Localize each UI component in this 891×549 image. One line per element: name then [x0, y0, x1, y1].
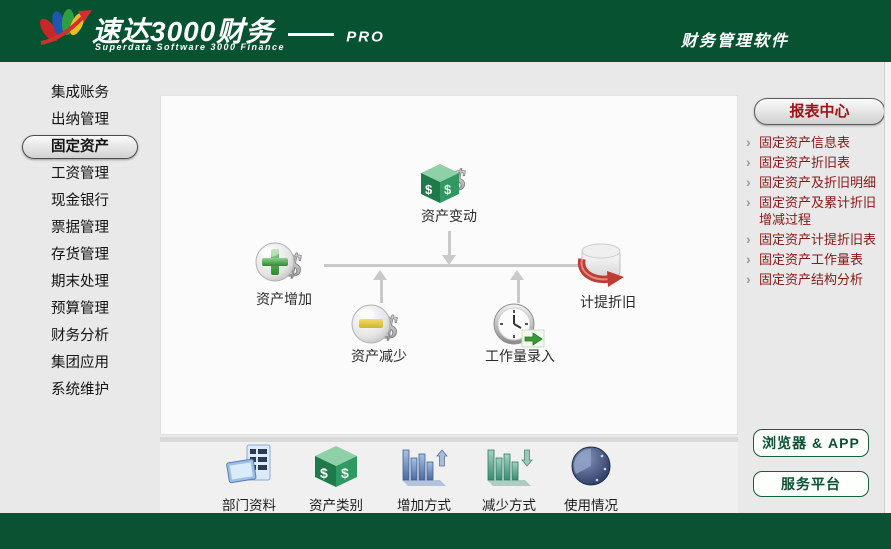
chevron-right-icon: ›: [746, 271, 751, 287]
flow-arrowhead-down: [442, 255, 456, 265]
report-item-workload-table[interactable]: ›固定资产工作量表: [746, 251, 864, 267]
report-item-structure-analysis[interactable]: ›固定资产结构分析: [746, 271, 864, 287]
flow-node-workload-entry[interactable]: [492, 302, 546, 355]
flow-arrowhead-up-2: [510, 270, 524, 280]
browser-app-button[interactable]: 浏览器 & APP: [753, 429, 869, 457]
chevron-right-icon: ›: [746, 231, 751, 247]
superdata-logo-icon: [40, 9, 92, 45]
report-list: ›固定资产信息表 ›固定资产折旧表 ›固定资产及折旧明细 ›固定资产及累计折旧增…: [746, 134, 882, 291]
sidebar-item-payroll-management[interactable]: 工资管理: [51, 166, 109, 182]
flow-node-asset-increase[interactable]: $: [253, 239, 311, 294]
toolbar-label-decrease-method: 减少方式: [482, 498, 536, 513]
right-edge-strip: [884, 62, 891, 513]
report-center-button[interactable]: 报表中心: [754, 98, 885, 125]
sidebar-item-inventory-management[interactable]: 存货管理: [51, 247, 109, 263]
toolbar-label-asset-category: 资产类别: [309, 498, 363, 513]
toolbar-item-department-data[interactable]: 部门资料: [207, 444, 291, 514]
app-header: 速达3000财务 PRO Superdata Software 3000 Fina…: [0, 0, 891, 62]
flow-line-horizontal: [324, 264, 581, 267]
app-title: 速达3000财务: [92, 16, 275, 47]
toolbar-item-decrease-method[interactable]: 减少方式: [467, 444, 551, 514]
toolbar-separator: [160, 437, 738, 442]
toolbar-item-usage-status[interactable]: 使用情况: [549, 444, 633, 514]
toolbar-label-increase-method: 增加方式: [397, 498, 451, 513]
toolbar-label-usage-status: 使用情况: [564, 498, 618, 513]
toolbar-item-increase-method[interactable]: 增加方式: [382, 444, 466, 514]
flow-node-depreciation[interactable]: [573, 238, 631, 295]
usage-status-icon: [571, 446, 611, 486]
flow-label-workload-entry: 工作量录入: [485, 348, 555, 364]
sidebar-item-period-end[interactable]: 期末处理: [51, 274, 109, 290]
sidebar-item-cashier-management[interactable]: 出纳管理: [51, 112, 109, 128]
increase-method-icon: [402, 449, 448, 486]
depreciation-icon: [577, 243, 624, 287]
svg-text:$: $: [320, 465, 328, 481]
sidebar-item-cash-bank[interactable]: 现金银行: [51, 193, 109, 209]
chevron-right-icon: ›: [746, 174, 751, 190]
sidebar-item-group-application[interactable]: 集团应用: [51, 355, 109, 371]
toolbar-label-department-data: 部门资料: [222, 498, 276, 513]
flow-node-asset-change[interactable]: $ $ $: [419, 158, 477, 215]
brand-dash: [288, 33, 335, 37]
flow-shaft-down: [447, 231, 451, 256]
decrease-method-icon: [487, 449, 533, 486]
bottom-toolbar: 部门资料 $ $ 资产类别 增加方式: [160, 442, 738, 513]
sidebar-item-budget-management[interactable]: 预算管理: [51, 301, 109, 317]
flow-shaft-up-1: [379, 279, 383, 303]
svg-text:$: $: [341, 465, 349, 481]
statusbar: [0, 513, 891, 549]
flow-label-asset-change: 资产变动: [421, 208, 477, 224]
department-data-icon: [226, 444, 271, 484]
toolbar-item-asset-category[interactable]: $ $ 资产类别: [294, 444, 378, 514]
chevron-right-icon: ›: [746, 251, 751, 267]
flow-label-depreciation: 计提折旧: [580, 294, 636, 310]
chevron-right-icon: ›: [746, 134, 751, 150]
report-item-depreciation-table[interactable]: ›固定资产折旧表: [746, 154, 851, 170]
asset-category-icon: $ $: [315, 446, 357, 487]
report-item-asset-depreciation-detail[interactable]: ›固定资产及折旧明细: [746, 174, 877, 190]
app-subtitle: Superdata Software 3000 Finance: [95, 42, 286, 52]
asset-change-icon: $ $ $: [421, 164, 466, 203]
flow-label-asset-decrease: 资产减少: [351, 348, 407, 364]
sidebar-item-fixed-assets[interactable]: 固定资产: [0, 134, 160, 161]
chevron-right-icon: ›: [746, 194, 751, 210]
sidebar-nav: 集成账务 出纳管理 固定资产 工资管理 现金银行 票据管理 存货管理 期末处理 …: [0, 62, 160, 513]
flow-shaft-up-2: [516, 279, 520, 303]
flow-label-asset-increase: 资产增加: [256, 291, 312, 307]
asset-increase-icon: $: [255, 242, 302, 283]
chevron-right-icon: ›: [746, 154, 751, 170]
asset-decrease-icon: $: [351, 304, 398, 345]
sidebar-item-bill-management[interactable]: 票据管理: [51, 220, 109, 236]
sidebar-item-financial-analysis[interactable]: 财务分析: [51, 328, 109, 344]
service-platform-button[interactable]: 服务平台: [753, 471, 869, 497]
sidebar-item-system-maintenance[interactable]: 系统维护: [51, 382, 109, 398]
sidebar-selected-label: 固定资产: [22, 135, 138, 159]
sidebar-item-integrated-accounting[interactable]: 集成账务: [51, 85, 109, 101]
report-item-accumulated-depreciation[interactable]: ›固定资产及累计折旧增减过程: [746, 194, 877, 227]
app-tagline: 财务管理软件: [680, 33, 789, 50]
report-item-depreciation-accrual[interactable]: ›固定资产计提折旧表: [746, 231, 877, 247]
report-item-asset-info[interactable]: ›固定资产信息表: [746, 134, 851, 150]
flow-arrowhead-up-1: [373, 270, 387, 280]
svg-text:$: $: [425, 182, 433, 197]
flowchart-canvas: $ 资产增加 $ $ $ 资产变动 $: [160, 95, 738, 435]
report-center-panel: 报表中心 ›固定资产信息表 ›固定资产折旧表 ›固定资产及折旧明细 ›固定资产及…: [738, 62, 885, 513]
app-edition: PRO: [346, 28, 385, 46]
brand: 速达3000财务 PRO: [92, 10, 385, 50]
workload-entry-icon: [493, 303, 545, 348]
svg-text:$: $: [444, 182, 452, 197]
flow-node-asset-decrease[interactable]: $: [349, 302, 407, 355]
